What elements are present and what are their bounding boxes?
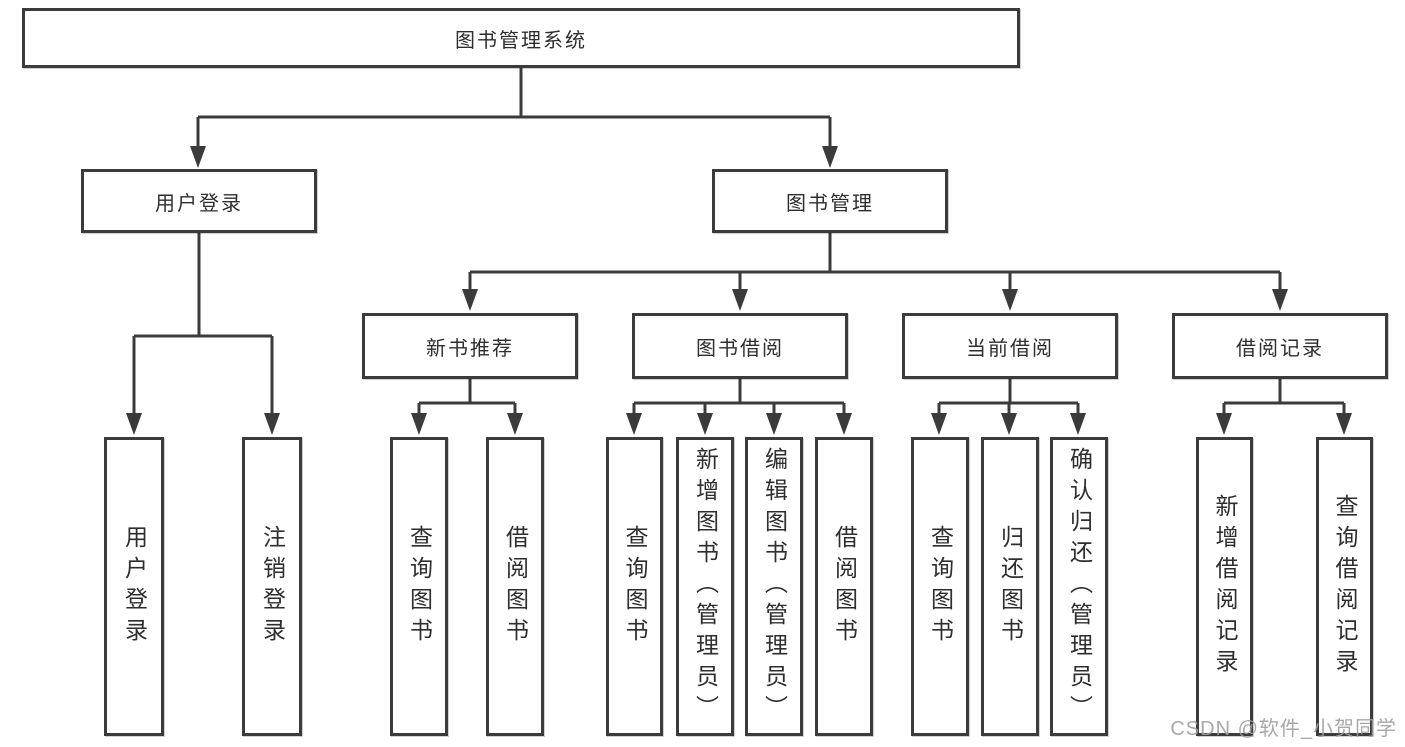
leaf-query-books-borrow: 查询图书 [606,437,663,736]
leaf-user-login: 用户登录 [104,437,164,736]
leaf-query-books-recommend: 查询图书 [390,437,448,736]
node-book-management: 图书管理 [712,169,948,233]
node-new-book-recommend: 新书推荐 [362,313,578,379]
leaf-confirm-return-admin: 确认归还（管理员） [1050,437,1108,736]
leaf-add-borrow-record: 新增借阅记录 [1196,437,1253,736]
leaf-query-books-current: 查询图书 [911,437,969,736]
node-borrow-records: 借阅记录 [1172,313,1388,379]
leaf-add-book-admin: 新增图书（管理员） [676,437,734,736]
node-user-login: 用户登录 [81,169,317,233]
leaf-return-books: 归还图书 [981,437,1039,736]
leaf-edit-book-admin: 编辑图书（管理员） [745,437,803,736]
leaf-borrow-books-recommend: 借阅图书 [486,437,544,736]
node-root: 图书管理系统 [22,8,1020,68]
leaf-query-borrow-record: 查询借阅记录 [1316,437,1373,736]
watermark: CSDN @软件_小贺同学 [1170,718,1397,740]
leaf-borrow-books: 借阅图书 [815,437,873,736]
node-book-borrow: 图书借阅 [632,313,848,379]
leaf-logout: 注销登录 [242,437,302,736]
node-current-borrow: 当前借阅 [902,313,1118,379]
